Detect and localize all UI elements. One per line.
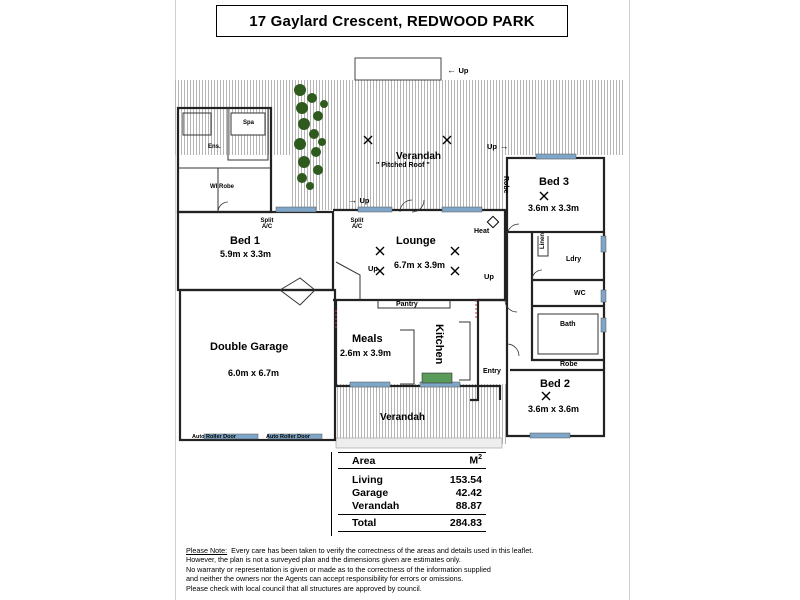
- pantry-label: Pantry: [396, 301, 418, 308]
- area-row-label: Living: [352, 473, 383, 486]
- area-row-label: Verandah: [352, 499, 400, 512]
- up-arrow-verandah: → Up: [348, 195, 370, 205]
- top-step-platform: [354, 57, 442, 81]
- property-title-text: 17 Gaylard Crescent, REDWOOD PARK: [249, 12, 535, 30]
- area-row-label: Garage: [352, 486, 389, 499]
- area-total-value: 284.83: [449, 517, 482, 529]
- kitchen-name: Kitchen: [433, 324, 445, 365]
- wi-robe-label: WI Robe: [210, 184, 234, 190]
- bed1-name: Bed 1: [230, 235, 260, 247]
- area-unit-sup: 2: [478, 454, 482, 462]
- rear-verandah-left: [175, 80, 275, 108]
- bed3-name: Bed 3: [539, 176, 569, 188]
- up-arrow-entry: Up: [484, 272, 494, 281]
- area-row-value: 88.87: [455, 499, 482, 512]
- split-ac-label-1: Split A/C: [260, 218, 274, 230]
- top-verandah-note: " Pitched Roof ": [376, 162, 430, 169]
- windows: [203, 153, 607, 440]
- note-line-4: and neither the owners nor the Agents ca…: [186, 574, 464, 584]
- area-table-divider: [331, 452, 332, 536]
- up-arrow-rear: Up →: [487, 141, 509, 151]
- area-row-verandah: Verandah 88.87: [338, 499, 486, 512]
- note-line-2: However, the plan is not a surveyed plan…: [186, 555, 461, 565]
- bottom-verandah-step: [335, 437, 503, 449]
- meals-dims: 2.6m x 3.9m: [340, 348, 392, 358]
- area-row-total: Total 284.83: [338, 514, 486, 532]
- garage-dims: 6.0m x 6.7m: [228, 368, 280, 378]
- area-header-unit: M2: [469, 454, 482, 467]
- bed2-name: Bed 2: [540, 378, 570, 390]
- roller-door-label-1: Auto Roller Door: [192, 434, 236, 440]
- area-row-garage: Garage 42.42: [338, 486, 486, 499]
- area-total-label: Total: [352, 517, 377, 529]
- note-line-1: Please Note: Every care has been taken t…: [186, 546, 618, 555]
- linen-label: Linen: [540, 233, 546, 249]
- heat-label: Heat: [474, 228, 490, 235]
- garden-trees: [294, 84, 328, 190]
- top-verandah-name: Verandah: [396, 151, 442, 162]
- disclaimer-note: Please Note: Every care has been taken t…: [186, 546, 618, 593]
- bed3-robe-label: Robe: [502, 176, 509, 194]
- spa-label: Spa: [243, 120, 255, 126]
- up-label-entry: Up: [484, 272, 494, 281]
- wc-label: WC: [574, 290, 586, 297]
- area-header-label: Area: [352, 454, 376, 467]
- bed3-dims: 3.6m x 3.3m: [528, 203, 580, 213]
- bed2-robe-label: Robe: [560, 361, 578, 368]
- service-lines: [335, 300, 477, 330]
- kitchen-sink: [421, 372, 453, 384]
- roller-door-label-2: Auto Roller Door: [266, 434, 310, 440]
- area-table: Area M2 Living 153.54 Garage 42.42 Veran…: [338, 452, 486, 532]
- up-arrow-lounge: Up: [368, 264, 378, 273]
- up-label-lounge: Up: [368, 264, 378, 273]
- meals-name: Meals: [352, 333, 383, 345]
- split-ac-label-2: Split A/C: [350, 218, 364, 230]
- lounge-name: Lounge: [396, 235, 436, 247]
- note-line-5: Please check with local council that all…: [186, 583, 422, 593]
- area-table-header: Area M2: [338, 452, 486, 469]
- note-line-3: No warranty or representation is given o…: [186, 564, 491, 574]
- up-label-verandah: Up: [359, 196, 370, 205]
- garage-name: Double Garage: [210, 341, 289, 353]
- heater-icon: [486, 215, 500, 229]
- entry-label: Entry: [483, 368, 501, 375]
- area-row-value: 42.42: [455, 486, 482, 499]
- bath-label: Bath: [560, 321, 576, 328]
- property-title: 17 Gaylard Crescent, REDWOOD PARK: [216, 5, 568, 37]
- bed1-dims: 5.9m x 3.3m: [220, 249, 272, 259]
- up-arrow-top: ← Up: [447, 65, 469, 75]
- note-text-1: Every care has been taken to verify the …: [231, 546, 534, 555]
- up-label-rear: Up: [487, 142, 497, 151]
- bottom-verandah-name: Verandah: [380, 412, 426, 423]
- doors: [217, 199, 543, 357]
- note-heading: Please Note:: [186, 546, 228, 555]
- area-row-living: Living 153.54: [338, 473, 486, 486]
- lounge-dims: 6.7m x 3.9m: [394, 260, 446, 270]
- light-fittings: [363, 135, 551, 401]
- area-unit-text: M: [469, 454, 479, 467]
- area-row-value: 153.54: [449, 473, 482, 486]
- laundry-label: Ldry: [566, 256, 582, 263]
- ensuite-label: Ens.: [208, 144, 221, 150]
- interior-lines: [178, 108, 599, 385]
- up-label-top: Up: [458, 66, 469, 75]
- bed2-dims: 3.6m x 3.6m: [528, 404, 580, 414]
